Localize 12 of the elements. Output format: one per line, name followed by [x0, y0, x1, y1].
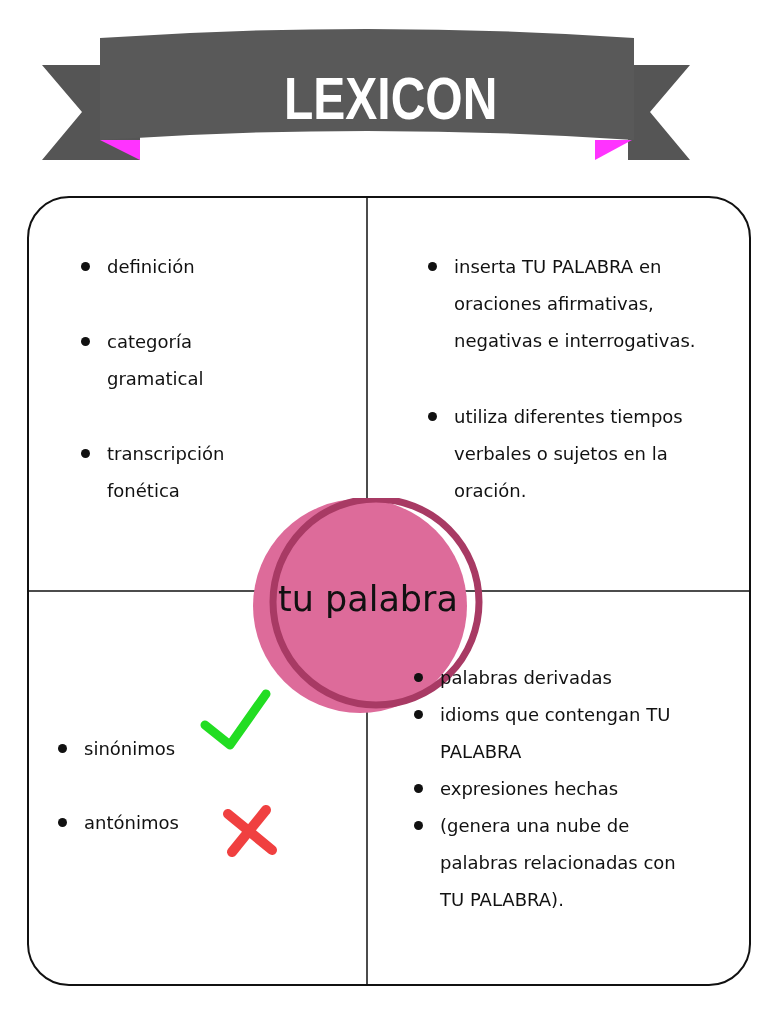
bullet-item: utiliza diferentes tiempos verbales o sujetos en la oración.	[426, 398, 731, 509]
bullet-item: antónimos	[56, 804, 216, 841]
bullet-item: definición	[79, 248, 294, 285]
bullet-item: sinónimos	[56, 730, 216, 767]
bullet-item: inserta TU PALABRA en oraciones afirmativas, negativas e interrogativas.	[426, 248, 731, 359]
bullet-item: (genera una nube de palabras relacionadas con TU PALABRA).	[412, 807, 702, 918]
card-background	[27, 196, 751, 986]
bullet-item: categoría gramatical	[79, 323, 294, 397]
bullet-item: expresiones hechas	[412, 770, 702, 807]
banner-title: LEXICON	[284, 66, 498, 132]
bullet-item: transcripción fonética	[79, 435, 294, 509]
center-word: tu palabra	[278, 578, 458, 620]
